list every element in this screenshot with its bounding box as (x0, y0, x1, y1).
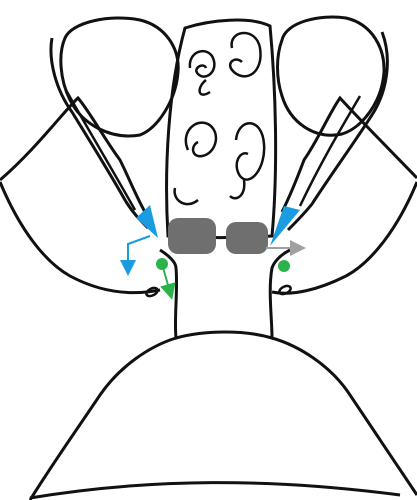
jaw-right (272, 182, 417, 293)
base-line (30, 483, 400, 498)
ethmoid-cell-1 (190, 51, 215, 76)
ethmoid-cell-5 (175, 188, 198, 204)
ethmoid-cell-3 (230, 33, 260, 76)
left-orbit-inner (66, 90, 135, 210)
left-orbit-rim (51, 38, 148, 228)
lower-face-right (272, 338, 417, 495)
lower-face-left (30, 338, 176, 500)
left-blue-arrow (128, 236, 150, 268)
ethmoid-cell-2 (200, 80, 210, 95)
ethmoid-cell-6 (236, 123, 264, 179)
right-grey-block (226, 222, 268, 254)
nasal-cavity-outline (160, 250, 290, 338)
left-grey-block (168, 218, 216, 254)
right-green-dot (278, 260, 290, 272)
right-orbit-outline (278, 17, 385, 135)
ethmoid-cell-4 (186, 123, 216, 157)
jaw-left (0, 182, 160, 293)
left-orbit-outline (61, 18, 178, 136)
ethmoid-cell-7 (230, 180, 244, 198)
left-blue-marker (136, 205, 158, 238)
